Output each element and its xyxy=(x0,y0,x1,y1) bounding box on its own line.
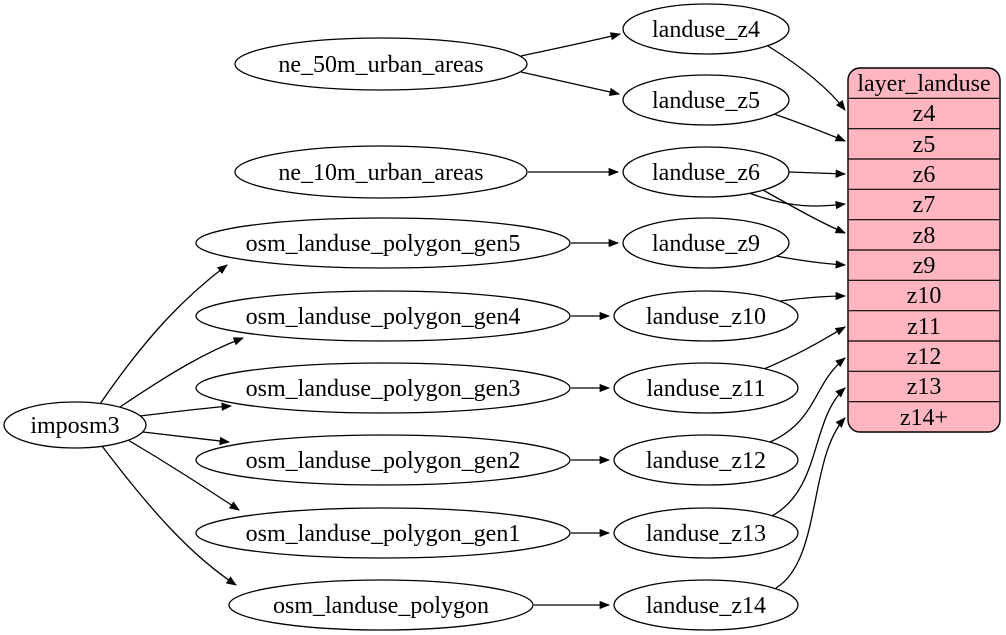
node-landuse-z10: landuse_z10 xyxy=(613,290,799,342)
osm-landuse-polygon-gen2-label: osm_landuse_polygon_gen2 xyxy=(246,448,521,474)
node-osm-landuse-polygon-gen4: osm_landuse_polygon_gen4 xyxy=(195,290,571,342)
osm-landuse-polygon-gen3-label: osm_landuse_polygon_gen3 xyxy=(246,376,521,402)
record-row-z8: z8 xyxy=(913,223,936,249)
layer-landuse-title: layer_landuse xyxy=(857,71,990,97)
edge-layer xyxy=(99,32,847,610)
osm-landuse-polygon-gen5-label: osm_landuse_polygon_gen5 xyxy=(246,231,521,257)
node-landuse-z13: landuse_z13 xyxy=(613,507,799,559)
landuse-z6-label: landuse_z6 xyxy=(652,160,760,186)
edge-imposm3-osm-landuse-polygon-gen2 xyxy=(142,431,231,446)
edge-landuse-z14-row-z14plus xyxy=(775,417,846,589)
osm-landuse-polygon-gen4-ellipse xyxy=(195,290,571,342)
osm-landuse-polygon-gen2-ellipse xyxy=(195,434,571,486)
edge-landuse-z9-row-z9 xyxy=(775,255,847,269)
node-osm-landuse-polygon-gen2: osm_landuse_polygon_gen2 xyxy=(195,434,571,486)
node-landuse-z11: landuse_z11 xyxy=(613,362,799,414)
node-imposm3: imposm3 xyxy=(3,401,147,449)
record-row-z12: z12 xyxy=(907,344,942,370)
edge-landuse-z5-row-z5 xyxy=(773,113,846,142)
record-row-z10: z10 xyxy=(907,283,942,309)
node-landuse-z6: landuse_z6 xyxy=(622,146,790,198)
edge-imposm3-osm-landuse-polygon-gen1 xyxy=(127,439,240,511)
osm-landuse-polygon-gen3-ellipse xyxy=(195,362,571,414)
landuse-z9-ellipse xyxy=(622,217,790,269)
edge-landuse-z10-row-z10 xyxy=(779,291,847,302)
edge-imposm3-osm-landuse-polygon-gen3 xyxy=(139,402,233,417)
osm-landuse-polygon-gen5-ellipse xyxy=(195,217,571,269)
landuse-z13-ellipse xyxy=(613,507,799,559)
landuse-z6-ellipse xyxy=(622,146,790,198)
node-landuse-z4: landuse_z4 xyxy=(622,3,790,55)
landuse-z12-label: landuse_z12 xyxy=(646,448,766,474)
edge-landuse-z12-row-z12 xyxy=(769,357,846,443)
record-row-z7: z7 xyxy=(913,192,936,218)
landuse-z11-ellipse xyxy=(613,362,799,414)
landuse-z4-label: landuse_z4 xyxy=(652,17,760,43)
landuse-z9-label: landuse_z9 xyxy=(652,231,760,257)
ne-10m-urban-areas-ellipse xyxy=(234,145,528,199)
edge-landuse-z6-row-z6 xyxy=(788,169,847,178)
edge-imposm3-osm-landuse-polygon-gen5 xyxy=(99,264,228,405)
edge-imposm3-osm-landuse-polygon xyxy=(101,445,237,586)
record-row-z6: z6 xyxy=(913,162,936,188)
node-layer-landuse: layer_landuse z4 z5 z6 z7 z8 z9 z10 z11 … xyxy=(847,67,1001,433)
node-osm-landuse-polygon: osm_landuse_polygon xyxy=(228,579,534,631)
node-osm-landuse-polygon-gen3: osm_landuse_polygon_gen3 xyxy=(195,362,571,414)
node-landuse-z9: landuse_z9 xyxy=(622,217,790,269)
record-row-z11: z11 xyxy=(907,314,941,340)
edge-ne-50m-urban-areas-landuse-z4 xyxy=(520,32,622,57)
osm-landuse-polygon-gen1-label: osm_landuse_polygon_gen1 xyxy=(246,521,521,547)
imposm3-label: imposm3 xyxy=(30,413,119,439)
edge-landuse-z6-row-z8 xyxy=(762,189,846,234)
edge-landuse-z4-row-z4 xyxy=(767,45,846,111)
osm-landuse-polygon-label: osm_landuse_polygon xyxy=(273,593,489,619)
edge-imposm3-osm-landuse-polygon-gen4 xyxy=(119,337,244,408)
node-osm-landuse-polygon-gen5: osm_landuse_polygon_gen5 xyxy=(195,217,571,269)
record-row-z14plus: z14+ xyxy=(900,405,948,431)
osm-landuse-polygon-gen1-ellipse xyxy=(195,507,571,559)
record-row-z13: z13 xyxy=(907,374,942,400)
landuse-z12-ellipse xyxy=(613,434,799,486)
landuse-z14-label: landuse_z14 xyxy=(646,593,766,619)
node-ne-10m-urban-areas: ne_10m_urban_areas xyxy=(234,145,528,199)
ne-50m-urban-areas-ellipse xyxy=(234,37,528,91)
ne-10m-urban-areas-label: ne_10m_urban_areas xyxy=(278,160,483,186)
landuse-z4-ellipse xyxy=(622,3,790,55)
ne-50m-urban-areas-label: ne_50m_urban_areas xyxy=(278,52,483,78)
landuse-z14-ellipse xyxy=(613,579,799,631)
landuse-z10-ellipse xyxy=(613,290,799,342)
landuse-z10-label: landuse_z10 xyxy=(646,304,766,330)
node-ne-50m-urban-areas: ne_50m_urban_areas xyxy=(234,37,528,91)
record-row-z5: z5 xyxy=(913,132,936,158)
osm-landuse-polygon-ellipse xyxy=(228,579,534,631)
landuse-z11-label: landuse_z11 xyxy=(646,376,765,402)
node-landuse-z5: landuse_z5 xyxy=(622,74,790,126)
landuse-z5-label: landuse_z5 xyxy=(652,88,760,114)
edge-landuse-z6-row-z7 xyxy=(748,192,847,210)
node-landuse-z12: landuse_z12 xyxy=(613,434,799,486)
record-row-z9: z9 xyxy=(913,253,936,279)
imposm3-ellipse xyxy=(3,401,147,449)
node-landuse-z14: landuse_z14 xyxy=(613,579,799,631)
edge-landuse-z11-row-z11 xyxy=(763,326,846,370)
node-osm-landuse-polygon-gen1: osm_landuse_polygon_gen1 xyxy=(195,507,571,559)
edge-ne-50m-urban-areas-landuse-z5 xyxy=(520,71,621,97)
osm-landuse-polygon-gen4-label: osm_landuse_polygon_gen4 xyxy=(246,304,521,330)
record-row-z4: z4 xyxy=(913,101,936,127)
edge-landuse-z13-row-z13 xyxy=(771,387,846,517)
landuse-z5-ellipse xyxy=(622,74,790,126)
landuse-z13-label: landuse_z13 xyxy=(646,521,766,547)
